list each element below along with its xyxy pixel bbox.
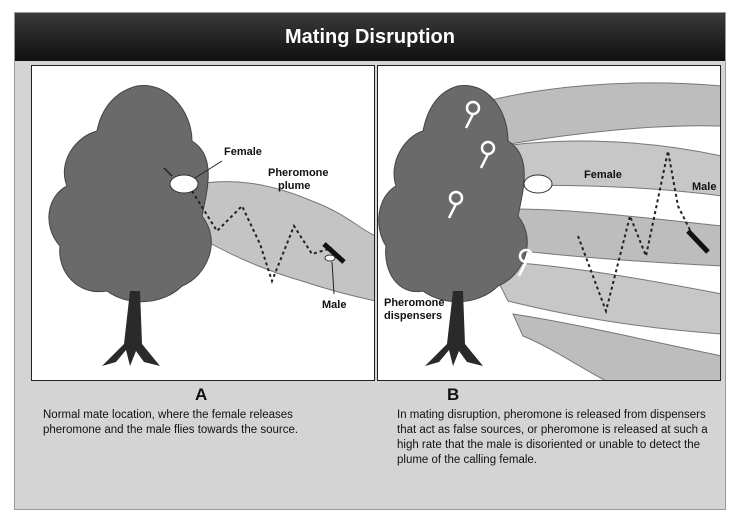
panel-a-caption: Normal mate location, where the female r… (43, 408, 353, 438)
tree-trunk (102, 291, 160, 366)
label-plume-line2: plume (278, 180, 310, 192)
label-plume-a: Pheromone plume (268, 167, 332, 192)
panel-b-caption: In mating disruption, pheromone is relea… (397, 408, 717, 468)
label-male-b: Male (692, 181, 716, 193)
label-male-a: Male (322, 299, 346, 311)
panel-b-illustration: Female Male Pheromone dispensers (378, 66, 721, 381)
female-moth-b (524, 175, 552, 193)
label-plume-line1: Pheromone (268, 167, 329, 179)
panel-b-letter: B (447, 385, 459, 405)
label-female-b: Female (584, 169, 622, 181)
figure-title: Mating Disruption (15, 13, 725, 61)
mating-disruption-figure: Mating Disruption Fe (14, 12, 726, 510)
label-female-a: Female (224, 146, 262, 158)
tree-foliage (49, 85, 211, 301)
panel-a: Female Pheromone plume Male (31, 65, 375, 381)
panel-a-illustration: Female Pheromone plume Male (32, 66, 375, 381)
label-dispensers-b: Pheromone dispensers (384, 297, 448, 322)
panel-a-letter: A (195, 385, 207, 405)
pheromone-plume (187, 182, 375, 301)
panel-b: Female Male Pheromone dispensers (377, 65, 721, 381)
